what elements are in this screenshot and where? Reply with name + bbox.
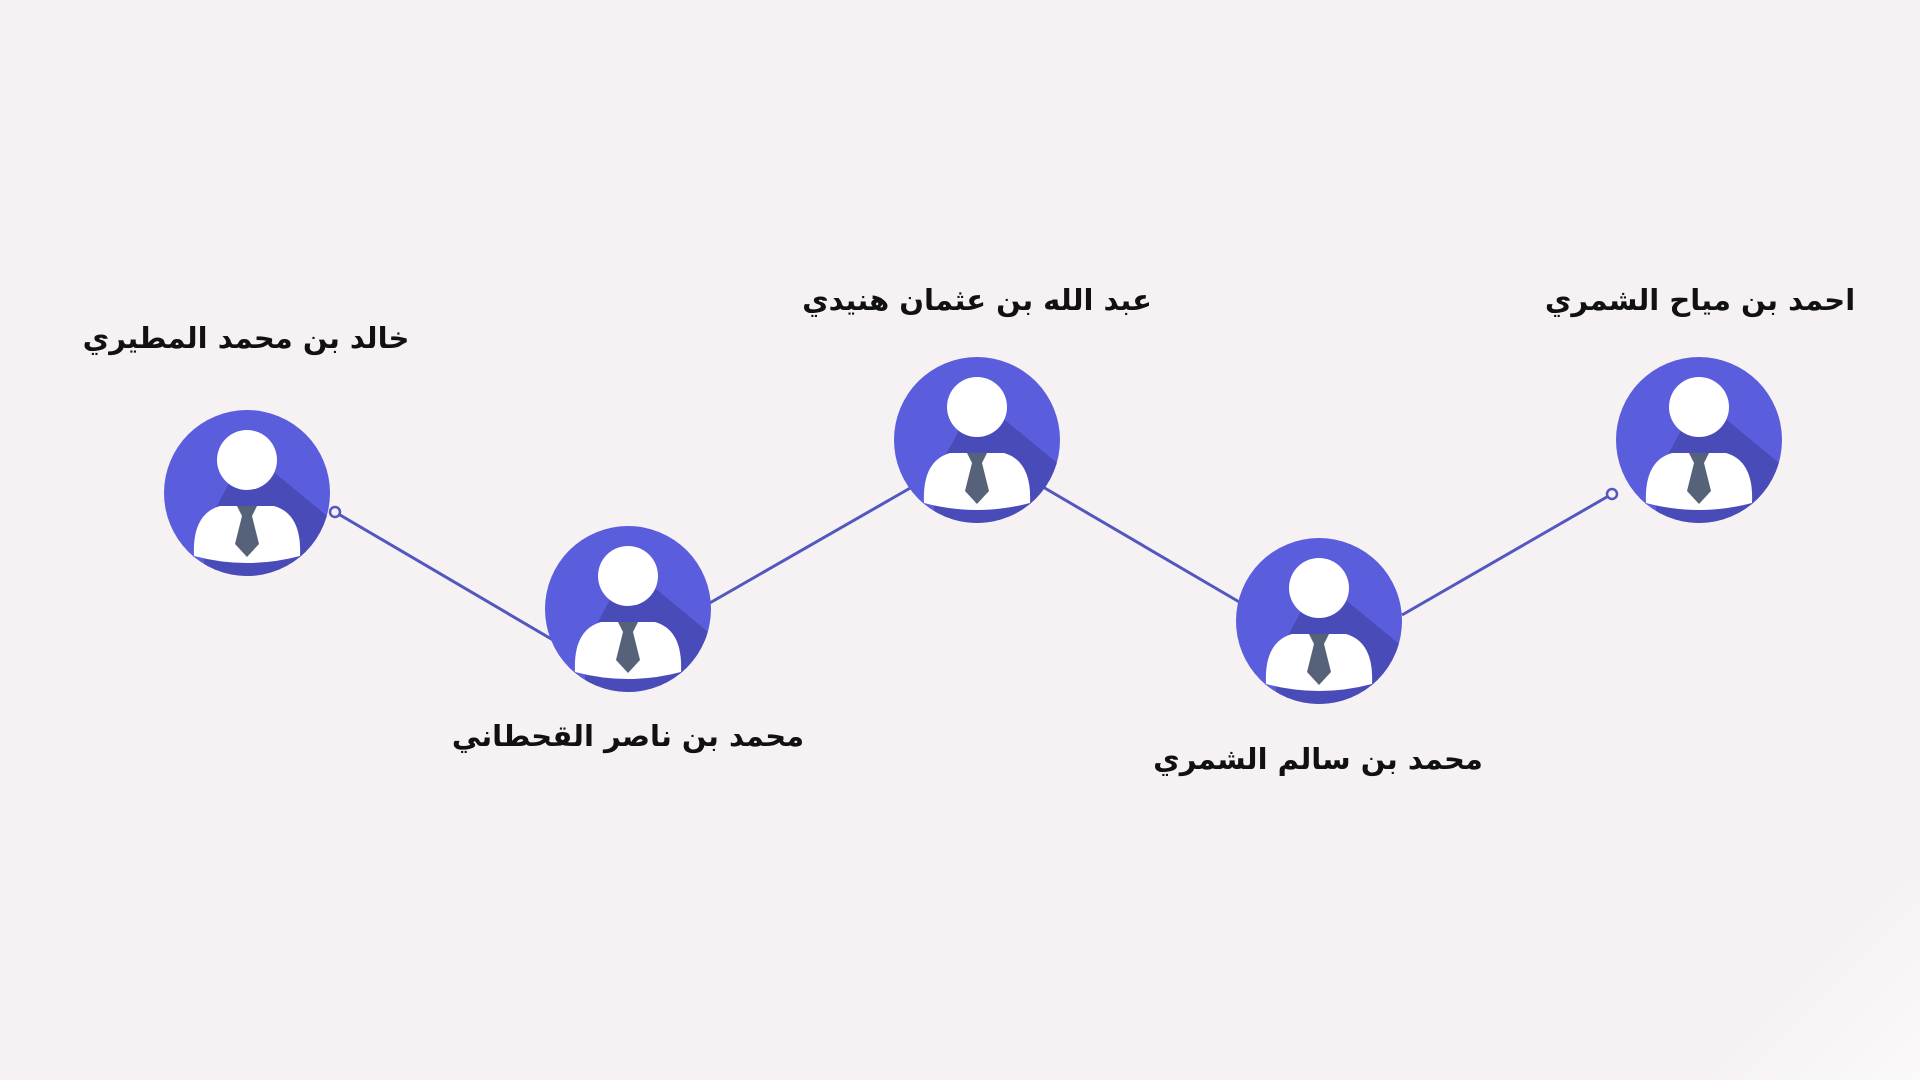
person-with-tie-icon [164,410,330,576]
person-with-tie-icon [894,357,1060,523]
person-node-4-avatar [1236,538,1402,704]
person-node-3-name: عبد الله بن عثمان هنيدي [802,283,1152,317]
person-node-1-name: خالد بن محمد المطيري [82,321,410,355]
person-node-2-avatar [545,526,711,692]
connector-endpoint-start [328,505,342,519]
person-with-tie-icon [1616,357,1782,523]
person-node-1-avatar [164,410,330,576]
connector-line-2-3 [707,485,913,606]
connector-line-4-5 [1401,492,1613,617]
person-with-tie-icon [545,526,711,692]
person-node-2-name: محمد بن ناصر القحطاني [451,719,805,753]
person-with-tie-icon [1236,538,1402,704]
person-node-3-avatar [894,357,1060,523]
person-node-5-avatar [1616,357,1782,523]
background-corner-sheen [1700,880,1920,1080]
connector-line-3-4 [1042,485,1242,605]
person-node-4-name: محمد بن سالم الشمري [1153,742,1483,776]
connector-line-1-2 [334,510,554,642]
connector-endpoint-end [1605,487,1619,501]
person-node-5-name: احمد بن مياح الشمري [1544,283,1856,317]
